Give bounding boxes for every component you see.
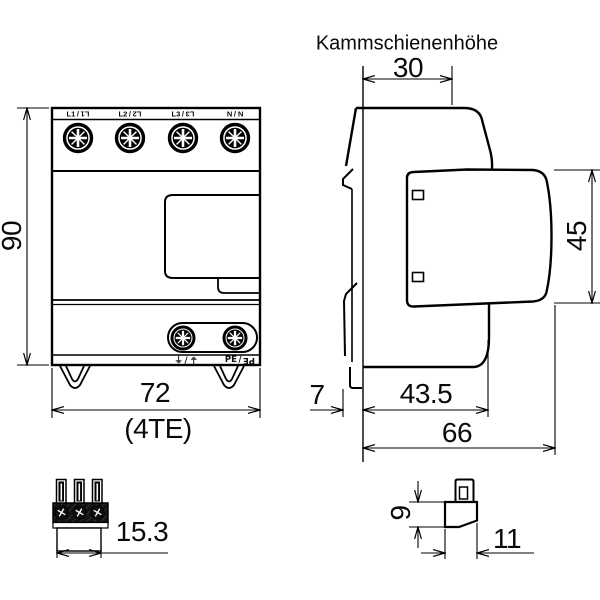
device-outline xyxy=(50,106,262,367)
terminal-label-mirrored: L1 xyxy=(80,109,90,119)
terminal-label-mirrored: L3 xyxy=(185,109,195,119)
dim-label-block-width: 15.3 xyxy=(115,516,169,547)
module-latch-window xyxy=(411,271,425,283)
terminal-label-mirrored: L2 xyxy=(132,109,142,119)
terminal-label-l2: L2/L2 xyxy=(118,110,141,119)
upper-housing-left-edge xyxy=(344,107,358,167)
screw-terminal-icon xyxy=(114,122,146,154)
terminal-label-separator: / xyxy=(128,109,132,119)
terminal-label-main: PE xyxy=(224,355,237,365)
screw-terminal-icon xyxy=(170,325,196,351)
upper-housing-outline xyxy=(356,106,494,172)
terminal-label-earth: ⏚/⏚ xyxy=(174,354,197,366)
terminal-block-base xyxy=(56,527,102,552)
screw-terminal-icon xyxy=(54,505,69,520)
terminal-label-separator: / xyxy=(76,109,80,119)
ground-terminal-recess xyxy=(167,322,258,353)
side-view-title: Kammschienenhöhe xyxy=(315,32,499,55)
terminal-label-main: L1 xyxy=(66,109,76,119)
din-clip-foot-inner xyxy=(219,365,239,383)
terminal-label-separator: / xyxy=(238,355,242,365)
module-latch-window xyxy=(411,189,425,201)
dim-label-base-depth: 43.5 xyxy=(399,378,453,409)
terminal-label-main: N xyxy=(226,109,233,119)
screw-terminal-icon xyxy=(62,122,94,154)
terminal-label-pe: PE/PE xyxy=(225,355,255,365)
terminal-label-l1: L1/L1 xyxy=(66,110,89,119)
dim-label-device-width-units: (4TE) xyxy=(124,413,192,444)
terminal-label-separator: / xyxy=(184,356,188,366)
dim-label-module-height: 45 xyxy=(561,220,592,252)
plug-in-module-outline xyxy=(405,168,553,308)
terminal-label-mirrored: PE xyxy=(243,355,256,365)
contact-pin-slot xyxy=(458,486,469,500)
terminal-block-collar xyxy=(52,521,109,529)
prong-slot xyxy=(60,483,63,501)
terminal-label-separator: / xyxy=(233,109,237,119)
contact-body xyxy=(443,500,479,529)
dim-label-device-width: 72 xyxy=(139,377,171,408)
dim-label-rail-offset: 7 xyxy=(309,379,325,410)
din-clip-foot xyxy=(59,365,91,389)
lower-housing-outline xyxy=(363,304,491,369)
screw-terminal-icon xyxy=(72,505,87,520)
din-clip-foot-inner xyxy=(65,365,85,383)
dim-label-contact-width: 11 xyxy=(492,523,522,554)
nameplate-step xyxy=(217,278,260,294)
prong-slot xyxy=(96,483,99,501)
dim-label-contact-height: 9 xyxy=(385,505,416,521)
terminal-label-n: N/N xyxy=(227,110,243,119)
terminal-label-main: L2 xyxy=(118,109,128,119)
terminal-label-mirrored: N xyxy=(237,109,244,119)
dim-label-busbar-width: 30 xyxy=(392,52,424,83)
release-latch xyxy=(342,282,358,357)
nameplate-outline xyxy=(164,194,260,279)
dim-label-total-depth: 66 xyxy=(441,417,473,448)
earth-symbol-mirrored-icon: ⏚ xyxy=(189,354,198,364)
front-view-drawing xyxy=(17,106,262,418)
screw-terminal-icon xyxy=(222,325,248,351)
screw-terminal-icon xyxy=(219,122,251,154)
prong-slot xyxy=(78,483,81,501)
terminal-label-l3: L3/L3 xyxy=(171,110,194,119)
side-view-drawing xyxy=(310,66,600,462)
din-clip-foot xyxy=(213,365,245,389)
screw-terminal-icon xyxy=(90,505,105,520)
contact-pin xyxy=(454,478,475,502)
contact-detail-drawing xyxy=(409,478,534,559)
earth-symbol-icon: ⏚ xyxy=(174,356,183,366)
terminal-label-main: L3 xyxy=(171,109,181,119)
screw-terminal-icon xyxy=(167,122,199,154)
terminal-label-separator: / xyxy=(181,109,185,119)
terminal-block-detail-drawing xyxy=(52,478,168,558)
rail-hook-top xyxy=(342,168,354,190)
dim-label-device-height: 90 xyxy=(0,220,27,252)
latch-foot xyxy=(349,367,362,389)
